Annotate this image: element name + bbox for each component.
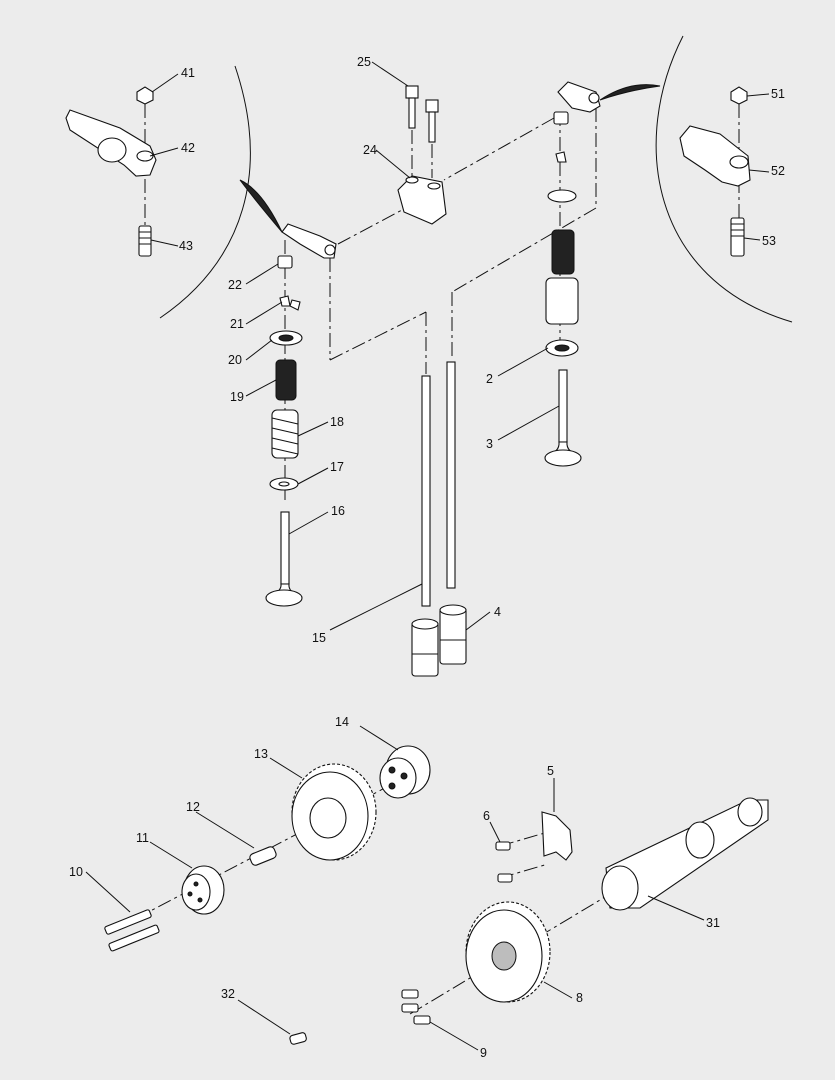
retainer-20 — [269, 330, 303, 346]
inner-spring-19 — [275, 359, 297, 401]
seat-2 — [545, 339, 579, 357]
callout-32: 32 — [221, 987, 235, 1001]
callout-24: 24 — [363, 143, 377, 157]
callout-42: 42 — [181, 141, 195, 155]
rocker-arm-left — [281, 223, 337, 259]
callout-11: 11 — [136, 831, 149, 845]
pushrods-15 — [421, 361, 456, 607]
left-detail-pointer — [239, 179, 283, 233]
keeper-right — [555, 151, 567, 163]
camshaft-31 — [601, 797, 769, 911]
callout-2: 2 — [486, 372, 493, 386]
bolts-25 — [405, 85, 439, 143]
plate-5 — [541, 811, 573, 861]
outer-spring-right — [545, 277, 579, 325]
callout-8: 8 — [576, 991, 583, 1005]
callout-14: 14 — [335, 715, 349, 729]
callout-17: 17 — [330, 460, 344, 474]
outer-spring-18 — [271, 409, 299, 459]
right-detail-pointer — [599, 84, 661, 101]
stud-43 — [138, 225, 152, 257]
bushing-14 — [379, 745, 431, 799]
callout-3: 3 — [486, 437, 493, 451]
shaft-12 — [249, 846, 277, 866]
bracket-24 — [397, 175, 447, 225]
retainer-right — [547, 189, 577, 203]
rocker-arm-42 — [65, 109, 157, 177]
callout-5: 5 — [547, 764, 554, 778]
callout-31: 31 — [706, 916, 720, 930]
callout-6: 6 — [483, 809, 490, 823]
cap-right — [553, 111, 569, 125]
rocker-arm-right — [557, 81, 601, 113]
screws-6 — [495, 841, 513, 883]
valve-16 — [265, 511, 303, 607]
callout-25: 25 — [357, 55, 371, 69]
inner-spring-right — [551, 229, 575, 275]
rocker-arm-52 — [679, 125, 751, 187]
bolts-9 — [401, 989, 431, 1025]
cap-22 — [277, 255, 293, 269]
callout-21: 21 — [230, 317, 244, 331]
callout-13: 13 — [254, 747, 268, 761]
callout-9: 9 — [480, 1046, 487, 1060]
callout-41: 41 — [181, 66, 195, 80]
callout-15: 15 — [312, 631, 326, 645]
callout-12: 12 — [186, 800, 200, 814]
cam-gear-8 — [465, 901, 551, 1003]
callout-51: 51 — [771, 87, 785, 101]
callout-43: 43 — [179, 239, 193, 253]
bolts-10 — [104, 909, 160, 952]
keeper-21 — [279, 295, 301, 311]
callout-10: 10 — [69, 865, 83, 879]
left-detail-outline — [159, 65, 251, 319]
washer-17 — [269, 477, 299, 491]
right-detail-outline — [655, 35, 793, 323]
leader-lines — [85, 61, 770, 1051]
stud-53 — [730, 217, 745, 257]
tappets-4 — [411, 604, 467, 677]
callout-53: 53 — [762, 234, 776, 248]
callout-16: 16 — [331, 504, 345, 518]
callout-20: 20 — [228, 353, 242, 367]
callout-22: 22 — [228, 278, 242, 292]
valve-3 — [544, 369, 582, 467]
callout-4: 4 — [494, 605, 501, 619]
callout-52: 52 — [771, 164, 785, 178]
nut-41 — [136, 86, 154, 105]
idler-gear-13 — [291, 763, 377, 861]
hub-11 — [181, 865, 225, 915]
nut-51 — [730, 86, 748, 105]
pin-32 — [289, 1032, 307, 1045]
callout-18: 18 — [330, 415, 344, 429]
callout-19: 19 — [230, 390, 244, 404]
